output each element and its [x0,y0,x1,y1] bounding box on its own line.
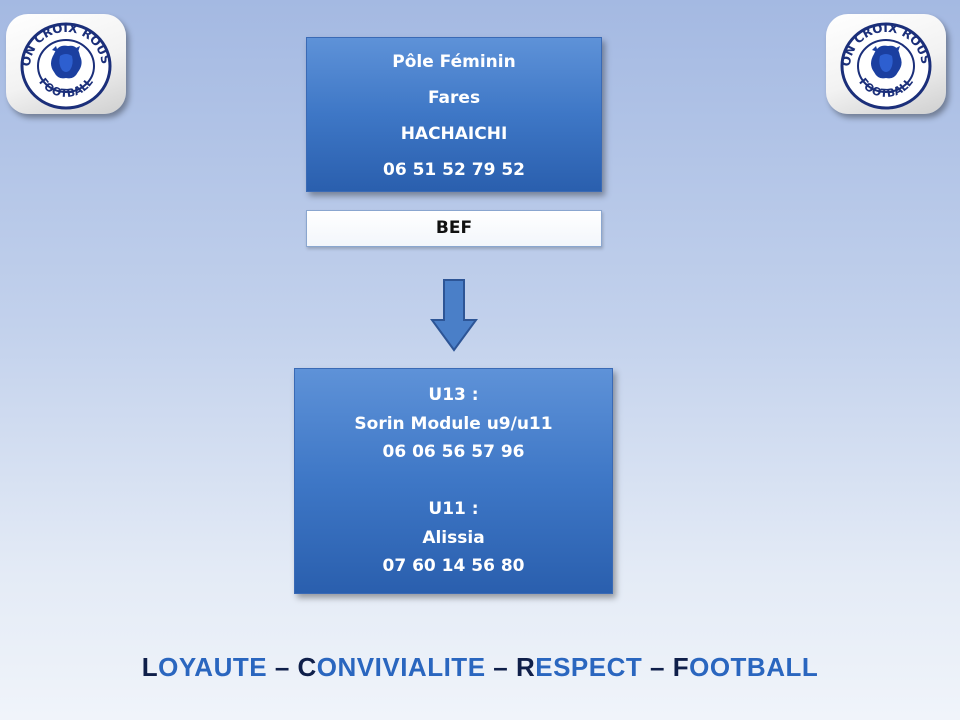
motto-separator: – [485,652,516,682]
manager-last-name: HACHAICHI [400,124,508,144]
u13-phone: 06 06 56 57 96 [382,442,525,462]
pole-feminin-box: Pôle Féminin Fares HACHAICHI 06 51 52 79… [306,37,602,192]
motto-initial: L [141,652,159,682]
pole-title: Pôle Féminin [392,52,516,72]
lyon-croix-rousse-emblem: LYON CROIX ROUSSE FOOTBALL [834,16,933,110]
down-arrow-icon [430,279,478,352]
teams-box: U13 : Sorin Module u9/u11 06 06 56 57 96… [294,368,613,594]
lyon-croix-rousse-emblem: LYON CROIX ROUSSE FOOTBALL [14,16,113,110]
u11-coach: Alissia [422,527,485,548]
motto-initial: R [515,652,536,682]
motto-initial: C [297,652,317,682]
lion-head-icon [51,45,82,79]
lion-head-icon [871,45,902,79]
motto-word: OOTBALL [689,652,819,682]
motto-separator: – [267,652,298,682]
u11-title: U11 : [428,499,479,519]
manager-first-name: Fares [427,88,481,108]
motto-separator: – [642,652,673,682]
u13-coach: Sorin Module u9/u11 [354,413,553,434]
u13-title: U13 : [428,385,479,405]
spacer-line [295,469,612,498]
bef-label: BEF [306,210,602,247]
club-motto: LOYAUTE – CONVIVIALITE – RESPECT – FOOTB… [0,652,960,683]
manager-phone: 06 51 52 79 52 [383,160,525,180]
motto-word: ESPECT [535,652,643,682]
motto-word: OYAUTE [158,652,268,682]
u11-phone: 07 60 14 56 80 [382,556,525,576]
club-logo-left: LYON CROIX ROUSSE FOOTBALL [6,14,126,114]
motto-word: ONVIVIALITE [316,652,486,682]
motto-initial: F [672,652,690,682]
club-logo-right: LYON CROIX ROUSSE FOOTBALL [826,14,946,114]
